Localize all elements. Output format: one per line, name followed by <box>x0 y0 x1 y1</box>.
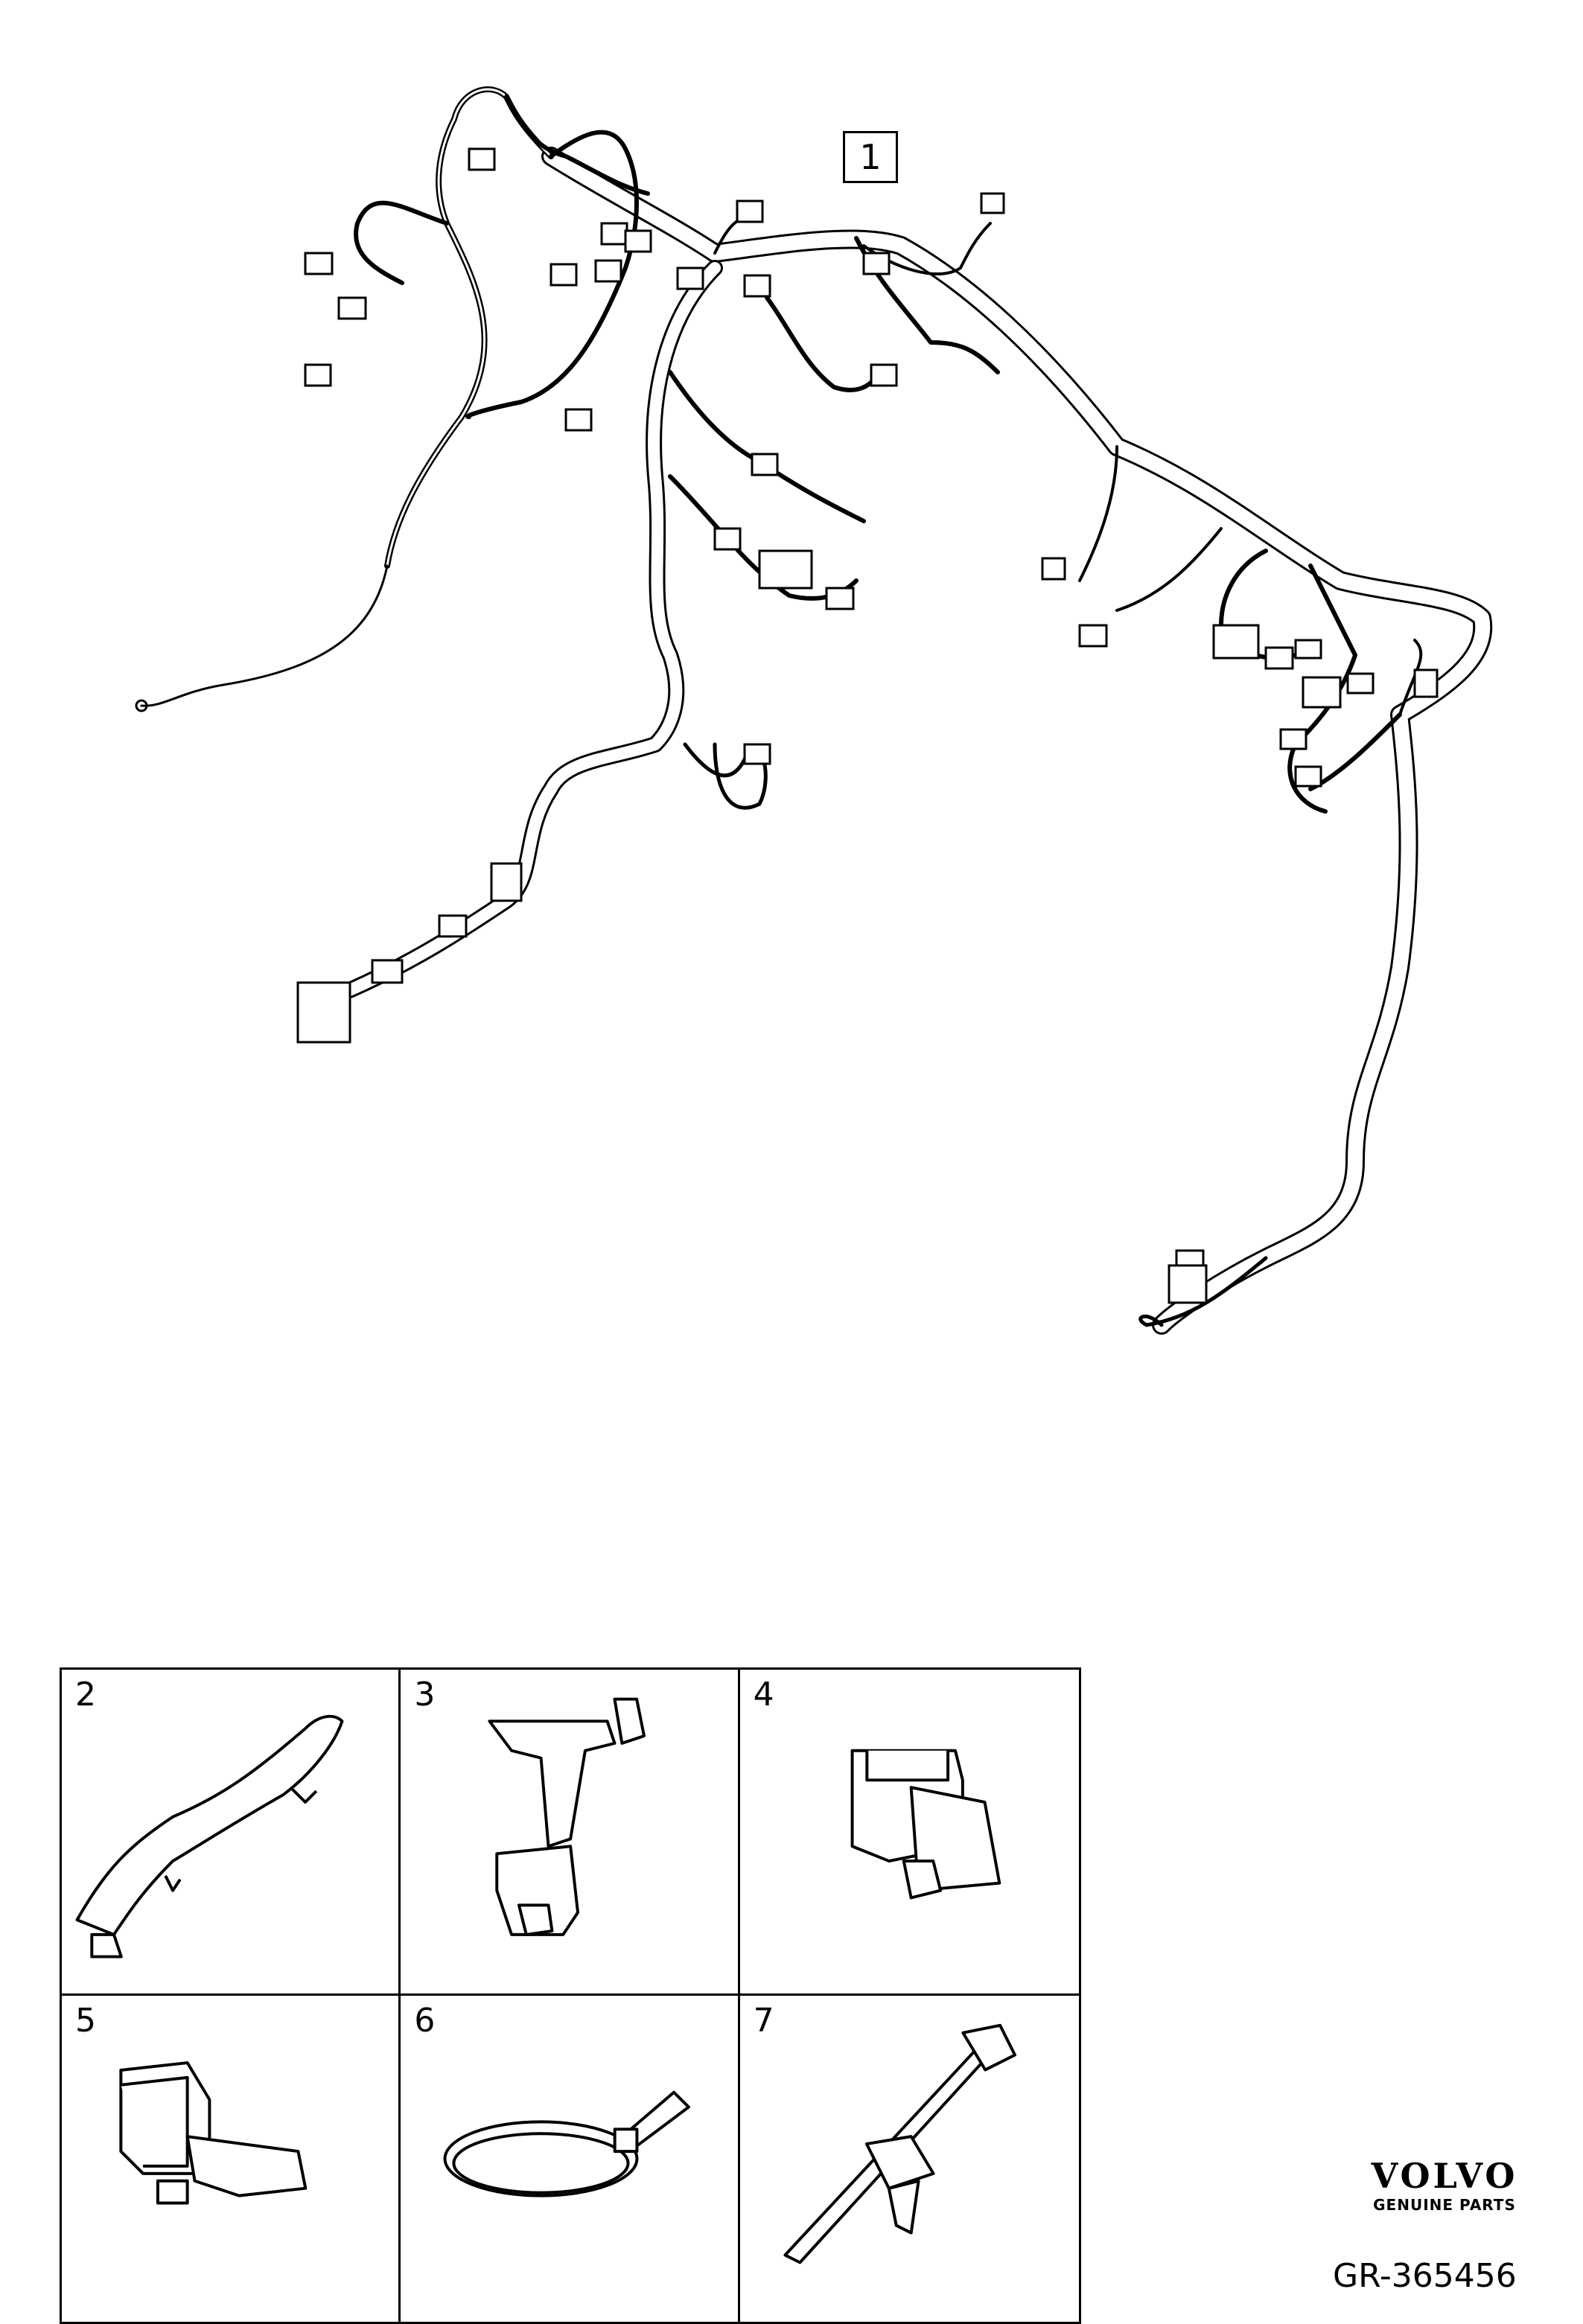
part-number: 6 <box>414 2002 436 2040</box>
connector-holder-icon <box>850 1749 1001 1900</box>
part-cell-6: 6 <box>401 1996 740 2322</box>
clip-icon <box>119 2061 308 2205</box>
part-cell-7: 7 <box>740 1996 1079 2322</box>
part-cell-4: 4 <box>739 1670 1079 1996</box>
part-cell-5: 5 <box>62 1996 401 2322</box>
part-cell-2: 2 <box>62 1670 401 1996</box>
cable-tie-mount-icon <box>783 2023 1016 2264</box>
part-number: 5 <box>75 2002 96 2040</box>
part-number: 7 <box>753 2002 774 2040</box>
wire-channel-icon <box>75 1714 344 1959</box>
logo-wordmark: VOLVO <box>1371 2156 1518 2196</box>
part-number: 3 <box>414 1676 436 1714</box>
volvo-logo: VOLVO GENUINE PARTS <box>1348 2159 1541 2214</box>
part-number: 2 <box>75 1676 96 1714</box>
bracket-icon <box>488 1697 646 1936</box>
part-cell-3: 3 <box>401 1670 740 1996</box>
logo-subtext: GENUINE PARTS <box>1373 2196 1516 2214</box>
cable-tie-loop-icon <box>443 2090 691 2197</box>
parts-grid: 2 3 4 <box>60 1667 1081 2324</box>
part-callout-1: 1 <box>843 131 898 183</box>
part-number: 4 <box>753 1676 774 1714</box>
diagram-reference: GR-365456 <box>1333 2257 1517 2295</box>
